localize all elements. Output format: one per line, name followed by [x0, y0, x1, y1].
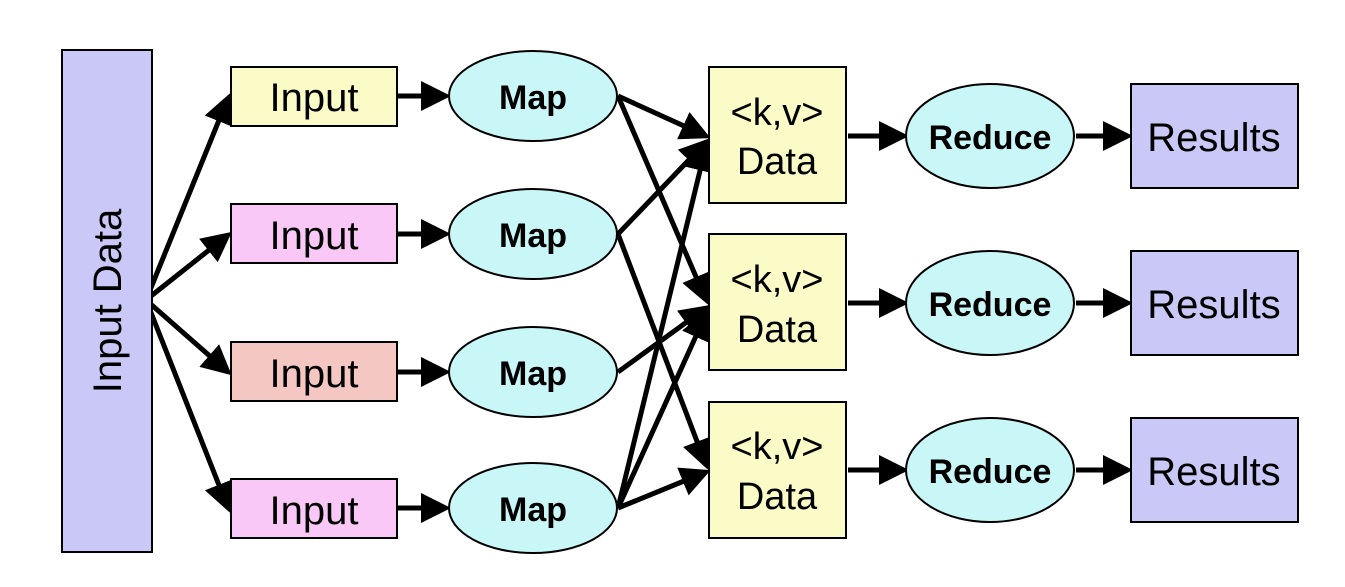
input-box-1-label: Input	[270, 76, 359, 120]
input-box-2-label: Input	[270, 214, 359, 258]
reduce-node-2-label: Reduce	[929, 286, 1052, 324]
arrow-map1-to-kv2	[615, 95, 710, 305]
input-box-3-label: Input	[270, 352, 359, 396]
map-node-3	[448, 326, 618, 418]
input-boxes: Input Input Input Input	[230, 66, 398, 539]
input-data-label: Input Data	[86, 208, 130, 393]
arrow-map4-to-kv3	[617, 467, 711, 511]
map-nodes: Map Map Map Map	[448, 50, 618, 554]
reduce-node-1-label: Reduce	[929, 119, 1052, 157]
results-box-3-label: Results	[1147, 450, 1280, 494]
reduce-node-2	[905, 250, 1075, 356]
input-box-1	[230, 66, 398, 127]
kv-data-box-2-key: <k,v>	[731, 259, 824, 301]
arrow-map1-to-kv1	[616, 93, 711, 140]
arrow-inputdata-to-input-3	[144, 298, 232, 376]
results-box-3	[1130, 417, 1299, 523]
input-box-4-label: Input	[270, 489, 359, 533]
arrows	[143, 81, 1133, 523]
map-node-1	[448, 50, 618, 142]
input-box-4	[230, 478, 398, 539]
map-node-1-label: Map	[499, 79, 567, 117]
reduce-node-3-label: Reduce	[929, 453, 1052, 491]
input-box-2	[230, 203, 398, 264]
map-node-4	[448, 462, 618, 554]
kv-data-box-3-label: Data	[737, 476, 818, 518]
arrow-inputdata-to-input-1	[143, 93, 233, 301]
reduce-node-1	[905, 83, 1075, 189]
reduce-nodes: Reduce Reduce Reduce	[905, 83, 1075, 523]
results-box-1-label: Results	[1147, 116, 1280, 160]
results-box-1	[1130, 83, 1299, 189]
arrow-map2-to-kv1	[616, 138, 710, 236]
results-box-2-label: Results	[1147, 283, 1280, 327]
arrow-map2-to-kv3	[615, 233, 712, 470]
results-box-2	[1130, 250, 1299, 356]
input-data-block: Input Data	[61, 49, 153, 553]
arrow-map4-to-kv1	[615, 141, 715, 509]
arrow-inputdata-to-input-2	[144, 231, 232, 302]
kv-data-boxes: <k,v> Data <k,v> Data <k,v> Data	[708, 66, 847, 539]
kv-data-box-3	[708, 401, 847, 539]
input-data-box	[61, 49, 153, 553]
kv-data-box-1-key: <k,v>	[731, 92, 824, 134]
reduce-node-3	[905, 417, 1075, 523]
input-box-3	[230, 341, 398, 402]
arrow-inputdata-to-input-4	[143, 299, 233, 513]
kv-data-box-1-label: Data	[737, 141, 818, 183]
map-node-3-label: Map	[499, 355, 567, 393]
map-node-2-label: Map	[499, 217, 567, 255]
kv-data-box-1	[708, 66, 847, 204]
arrow-map4-to-kv2	[615, 309, 710, 510]
map-node-4-label: Map	[499, 491, 567, 529]
kv-data-box-2	[708, 233, 847, 371]
kv-data-box-3-key: <k,v>	[731, 426, 824, 468]
map-node-2	[448, 188, 618, 280]
results-boxes: Results Results Results	[1130, 83, 1299, 523]
kv-data-box-2-label: Data	[737, 309, 818, 351]
